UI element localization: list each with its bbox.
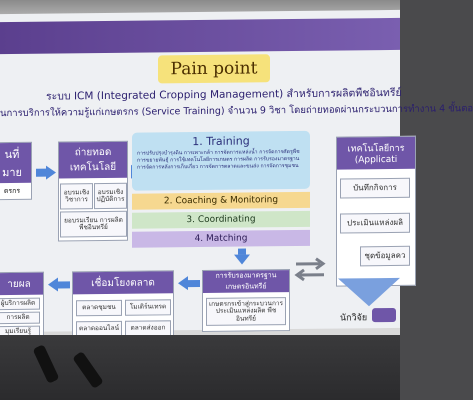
technology-transfer-head: ถ่ายทอด เทคโนโลยี	[59, 141, 127, 179]
arrow-left-icon	[178, 276, 188, 291]
technology-transfer-line1: ถ่ายทอด	[74, 146, 112, 159]
transfer-cell-academic: อบรมเชิง วิชาการ	[60, 183, 93, 210]
arrow-shaft	[36, 168, 46, 177]
application-cell-assess: ประเมินแหล่งผลิ	[340, 212, 410, 234]
technology-transfer-line2: เทคโนโลยี	[69, 161, 117, 174]
left-target-cell: ตรกร	[3, 186, 21, 196]
left-target-box: นที่ มาย ตรกร	[0, 141, 32, 201]
slide-subtitle-secondary: นการบริการให้ความรู้แก่เกษตรกร (Service …	[0, 103, 473, 120]
cycle-arrows-icon	[294, 257, 326, 282]
researcher-label: นักวิจัย	[340, 313, 368, 324]
left-target-line1: นที่	[4, 147, 20, 162]
microphone-stand	[72, 350, 104, 390]
application-line1: เทคโนโลยีการ	[347, 143, 405, 155]
room-foreground	[0, 335, 400, 400]
market-cell-community: ตลาดชุมชน	[76, 299, 122, 317]
matching-band: 4. Matching	[132, 229, 310, 248]
application-head: เทคโนโลยีการ (Applicati	[337, 136, 415, 170]
slide-title: Pain point	[158, 54, 270, 84]
left-target-head: นที่ มาย	[0, 142, 31, 184]
slide: Pain point ระบบ ICM (Integrated Cropping…	[0, 9, 473, 345]
slide-header-bar	[0, 17, 400, 55]
training-text: การปรับปรุงบำรุงดิน การเพาะกล้า การจัดกา…	[137, 148, 300, 171]
arrow-shaft	[58, 281, 70, 289]
transfer-cell-course: ยอบรมเรียน การผลิตพืชอินทรีย์	[60, 210, 127, 238]
market-linkage-head: เชื่อมโยงตลาด	[73, 271, 173, 295]
microphone-stand	[32, 344, 60, 384]
application-line2: (Applicati	[354, 154, 398, 166]
arrow-right-icon	[46, 165, 56, 180]
funnel-arrow-icon	[338, 277, 400, 307]
market-cell-modern-trade: โมเดิร์นเทรด	[125, 299, 171, 316]
arrow-left-icon	[48, 277, 58, 292]
expansion-head: ายผล	[0, 272, 43, 296]
chat-icon	[372, 307, 396, 323]
coaching-band: 2. Coaching & Monitoring	[132, 191, 310, 210]
training-box: 1. Training การปรับปรุงบำรุงดิน การเพาะก…	[132, 130, 310, 191]
expansion-cell-2: การผลิต	[0, 311, 40, 325]
arrow-shaft	[188, 280, 200, 288]
projection-screen: Pain point ระบบ ICM (Integrated Cropping…	[0, 0, 473, 345]
application-cell-record: บันทึกกิจการ	[340, 177, 410, 199]
application-cell-dataset: ชุดข้อมูลคว	[360, 245, 410, 267]
coordinating-band: 3. Coordinating	[132, 210, 310, 229]
left-target-line2: มาย	[2, 165, 22, 180]
transfer-cell-practical: อบรมเชิง ปฏิบัติการ	[94, 182, 127, 210]
expansion-cell-1: ผู้บริการผลิต	[0, 297, 40, 311]
arrow-down-icon	[234, 254, 250, 265]
standard-certification-cell: เกษตรกรเข้าสู่กระบวนการ ประเมินแหล่งผลิต…	[206, 297, 286, 326]
standard-certification-head: การรับรองมาตรฐาน เกษตรอินทรีย์	[203, 270, 289, 293]
